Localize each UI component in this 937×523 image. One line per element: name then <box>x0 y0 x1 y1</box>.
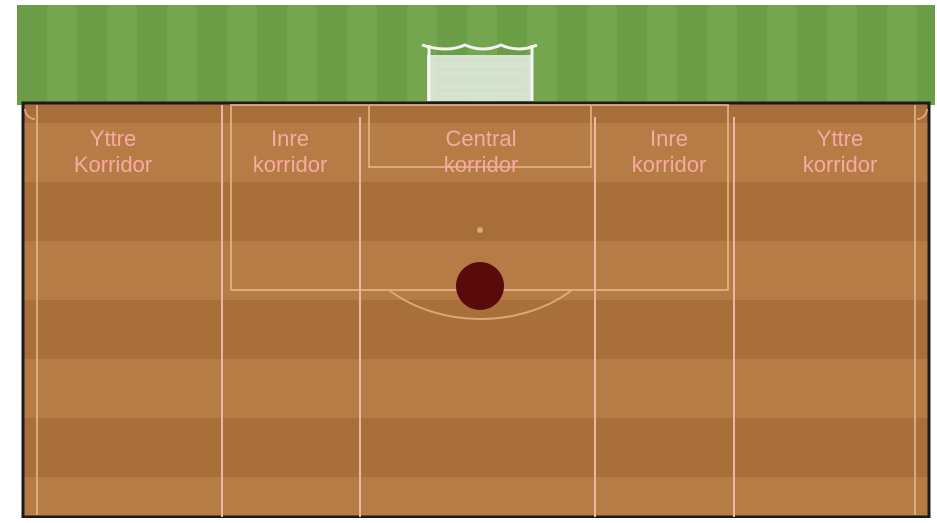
corridor-label-right-inner: Inre korridor <box>615 126 723 178</box>
football-pitch <box>17 5 935 518</box>
penalty-spot <box>478 228 482 232</box>
corridor-label-central: Central korridor <box>426 126 536 178</box>
corridor-label-left-inner: Inre korridor <box>236 126 344 178</box>
corridor-label-right-outer: Yttre korridor <box>786 126 894 178</box>
corridor-label-left-outer: Yttre Korridor <box>59 126 167 178</box>
ball-icon <box>456 262 504 310</box>
